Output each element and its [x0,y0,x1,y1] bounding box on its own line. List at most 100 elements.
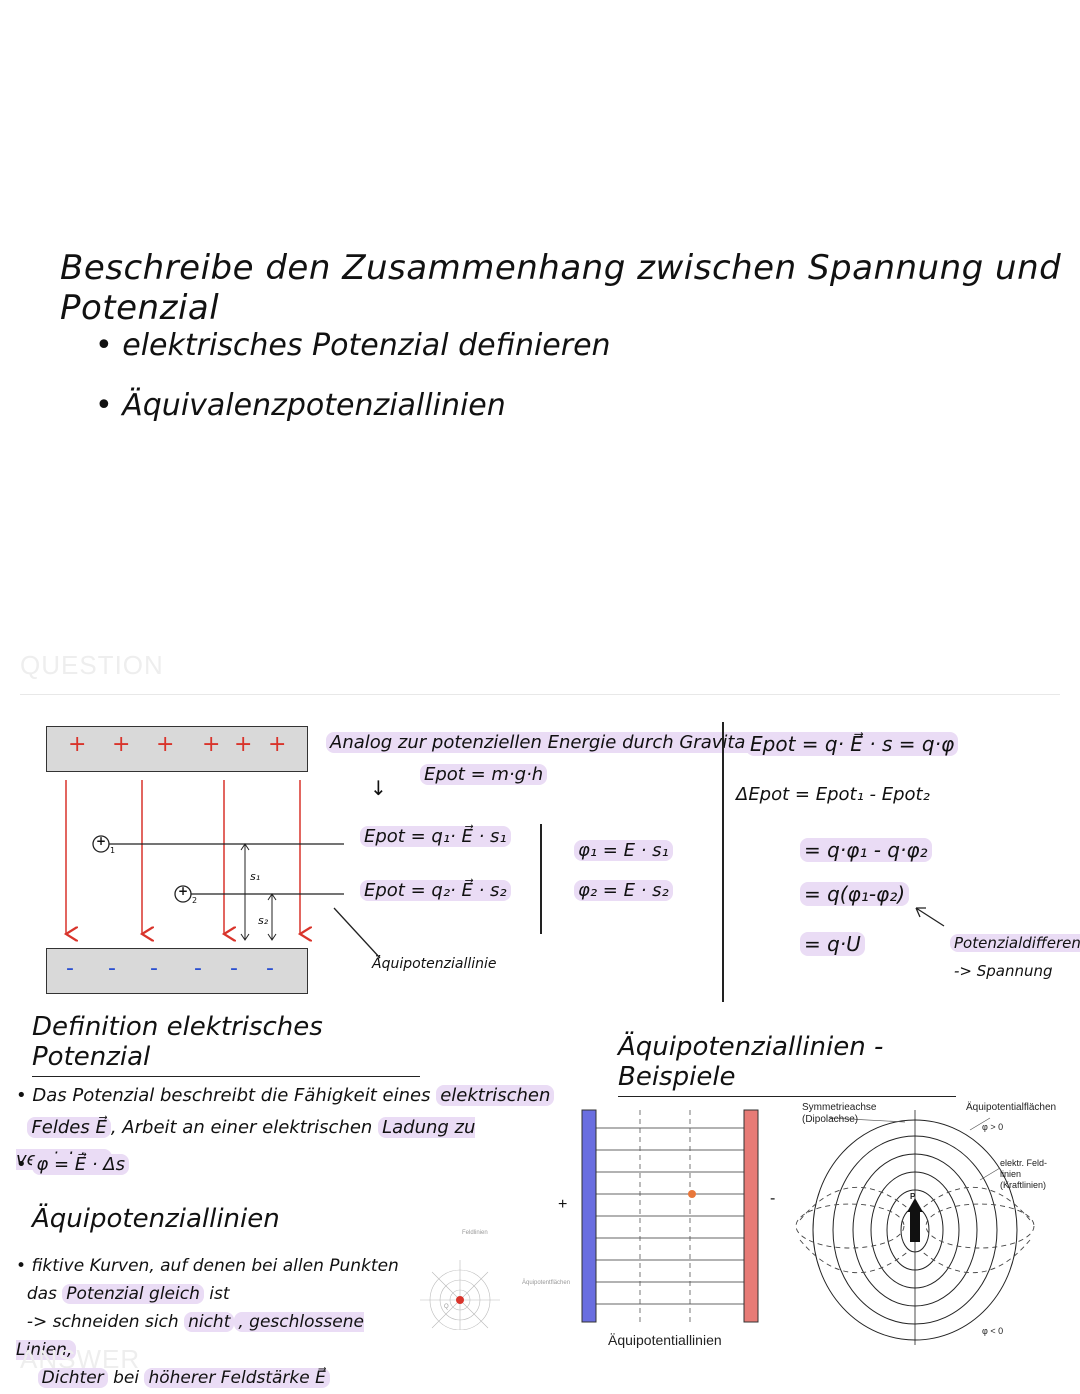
charge-2-sub: 2 [192,896,198,905]
analog-formula-text: Epot = m·g·h [420,764,548,785]
sym-line-1: Symmetrieachse [802,1102,877,1113]
plus-sign: + [268,732,287,757]
dipole-aeq-label: Äquipotentialflächen [966,1102,1057,1113]
minus-signs: - - - - - - [46,956,306,986]
phi2: φ₂ = E · s₂ [574,880,673,901]
dipole-sym-label: Symmetrieachse(Dipolachse) [802,1102,876,1126]
formula-line-4: = q(φ₁-φ₂) [800,882,910,906]
dipole-phi-pos: φ > 0 [982,1122,1004,1132]
analog-arrow: ↓ [370,776,387,800]
epot1-text: Epot = q₁· E⃗ · s₁ [360,826,511,847]
charge-1-sign: + [96,834,107,848]
charge-2 [174,885,192,903]
field-diagram-svg [40,780,344,950]
analog-text-label: Analog zur potenziellen Energie durch Gr… [326,732,784,753]
epot2: Epot = q₂· E⃗ · s₂ [360,880,511,901]
question-label: QUESTION [20,650,164,680]
formula-line-1-text: Epot = q· E⃗ · s = q·φ [746,732,959,756]
minus-sign: - [66,956,74,981]
feld-line-1: elektr. Feld- [1000,1158,1048,1168]
aequi-line-2b: Potenzial gleich [62,1284,204,1304]
charge-1-sub: 1 [110,846,116,855]
minus-sign: - [150,956,158,981]
epot2-text: Epot = q₂· E⃗ · s₂ [360,880,511,901]
parallel-plate-example [581,1109,759,1323]
charge-2-sign: + [178,884,189,898]
aequi-label: Äquipotenziallinie [372,956,497,972]
question-bullet-2: • Äquivalenzpotenziallinien [95,388,506,423]
s2-label: s₂ [258,914,269,927]
def-text-a: Das Potenzial beschreibt die Fähigkeit e… [32,1085,431,1106]
minus-sign: - [108,956,116,981]
aequi-paragraph: • fiktive Kurven, auf denen bei allen Pu… [16,1256,399,1388]
divider [20,694,1060,695]
mini-feld-label: Feldlinien [462,1230,488,1236]
plate-minus-sign: - [770,1190,776,1207]
plate-caption: Äquipotentiallinien [608,1332,722,1348]
definition-heading: Definition elektrisches Potenzial [32,1012,420,1077]
definition-paragraph-2: • φ = E⃗ · Δs [16,1154,129,1175]
plate-red [743,1109,759,1323]
note-arrow [915,907,945,927]
aequi-line-1: fiktive Kurven, auf denen bei allen Punk… [31,1256,399,1276]
formula-line-3-text: = q·φ₁ - q·φ₂ [800,838,932,862]
epot1: Epot = q₁· E⃗ · s₁ [360,826,511,847]
aequi-heading: Äquipotenziallinien [32,1204,280,1234]
aequi-line-4b: bei [113,1368,140,1388]
brace-divider [540,824,542,934]
formula-line-5: = q·U [800,932,865,956]
mini-q-label: Q [444,1304,449,1310]
dipole-feld-label: elektr. Feld-linien(Kraftlinien) [1000,1158,1047,1191]
field-lines [66,780,300,934]
plus-sign: + [68,732,87,757]
analog-formula: Epot = m·g·h [420,764,548,785]
formula-line-2: ΔEpot = Epot₁ - Epot₂ [736,784,930,805]
question-bullet-1-text: elektrisches Potenzial definieren [122,328,611,363]
note-1: Potenzialdifferenz [950,934,1080,952]
plus-sign: + [202,732,221,757]
note-2: -> Spannung [954,962,1053,980]
aequi-line-4c: höherer Feldstärke E⃗ [144,1368,330,1388]
minus-plate [46,948,308,994]
mini-aequi-label: Äquipotentflächen [522,1280,571,1286]
def-text-d: , Arbeit an einer elektrischen [110,1117,373,1138]
dipole-example [795,1110,1035,1345]
dipole-p-label: P [910,1192,916,1201]
plate-plus-sign: + [558,1196,568,1213]
charge-1 [92,835,110,853]
question-bullet-1: • elektrisches Potenzial definieren [95,328,611,363]
plus-sign: + [234,732,253,757]
aequi-line-3b: nicht [184,1312,235,1332]
formula-line-3: = q·φ₁ - q·φ₂ [800,838,932,862]
formula-line-1: Epot = q· E⃗ · s = q·φ [746,732,959,756]
formula-line-5-text: = q·U [800,932,865,956]
note-1-text: Potenzialdifferenz [950,934,1080,952]
def-text-b: elektrischen [436,1085,555,1106]
aequi-line-2a: das [26,1284,57,1304]
plate-blue [581,1109,597,1323]
s1-label: s₁ [250,870,261,883]
plus-signs: + + + + + + [46,732,306,762]
answer-label: ANSWER [20,1344,141,1374]
formula-line-2-text: ΔEpot = Epot₁ - Epot₂ [736,784,930,805]
beispiele-heading: Äquipotenziallinien - Beispiele [618,1032,956,1097]
aequi-line-4a: Dichter [37,1368,108,1388]
mini-radial-diagram [420,1260,500,1330]
plus-sign: + [156,732,175,757]
vertical-divider [722,722,724,1002]
aequi-line-2c: ist [209,1284,230,1304]
def-formula: φ = E⃗ · Δs [32,1154,129,1175]
plus-plate [46,726,308,772]
analog-text: Analog zur potenziellen Energie durch Gr… [326,732,784,753]
question-bullet-2-text: Äquivalenzpotenziallinien [122,388,506,423]
sym-line-2: (Dipolachse) [802,1114,859,1125]
minus-sign: - [266,956,274,981]
def-text-c: Feldes E⃗ [27,1117,111,1138]
pointer-line [333,907,381,959]
phi1-text: φ₁ = E · s₁ [574,840,673,861]
formula-line-4-text: = q(φ₁-φ₂) [800,882,910,906]
feld-line-2: linien [1000,1169,1022,1179]
phi2-text: φ₂ = E · s₂ [574,880,673,901]
aequi-line-3a: -> schneiden sich [26,1312,179,1332]
feld-line-3: (Kraftlinien) [1000,1180,1047,1190]
